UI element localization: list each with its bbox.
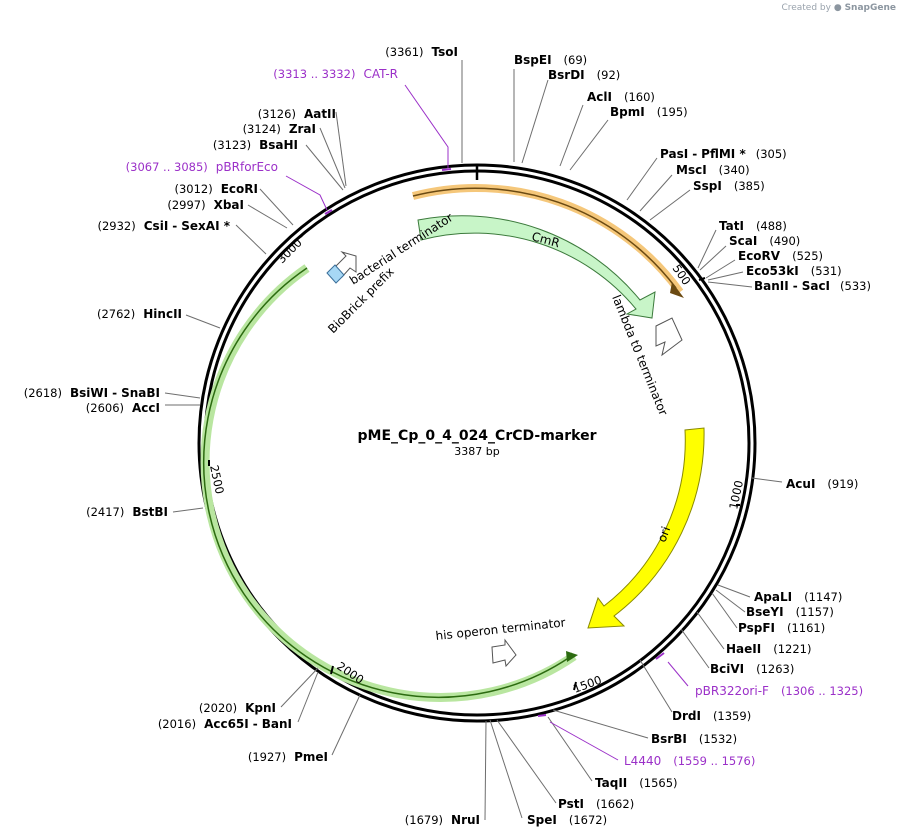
enzyme-drdi: DrdI(1359) bbox=[672, 709, 751, 723]
enzyme-bstbi: (2417)BstBI bbox=[86, 505, 168, 519]
enzyme-ecori: (3012)EcoRI bbox=[174, 182, 258, 196]
tick-2500: 2500 bbox=[207, 464, 227, 496]
enzyme-bsrdi: BsrDI(92) bbox=[548, 68, 620, 82]
feature-cmr-arrow bbox=[417, 215, 656, 319]
enzyme-aatii: (3126)AatII bbox=[258, 107, 336, 121]
credit-prefix: Created by bbox=[781, 3, 831, 13]
enzyme-bseyi: BseYI(1157) bbox=[746, 605, 834, 619]
enzyme-kpni: (2020)KpnI bbox=[199, 701, 276, 715]
enzyme-apali: ApaLI(1147) bbox=[754, 590, 842, 604]
feature-cmr-label: CmR bbox=[530, 229, 561, 250]
plasmid-name: pME_Cp_0_4_024_CrCD-marker bbox=[358, 428, 597, 444]
feature-biobrick-prefix-box bbox=[326, 264, 345, 284]
enzyme-ecorv: EcoRV(525) bbox=[738, 249, 823, 263]
enzyme-bsrbi: BsrBI(1532) bbox=[651, 732, 737, 746]
tick-1000: 1000 bbox=[726, 479, 746, 511]
feature-his-operon-label: his operon terminator bbox=[435, 615, 566, 643]
enzyme-acc65i-bani: (2016)Acc65I-BanI bbox=[158, 717, 292, 731]
orange-arc-head bbox=[670, 282, 684, 298]
enzyme-xbai: (2997)XbaI bbox=[167, 198, 244, 212]
enzyme-banii-saci: BanII-SacI(533) bbox=[754, 279, 871, 293]
enzyme-hincii: (2762)HincII bbox=[97, 307, 182, 321]
enzyme-scai: ScaI(490) bbox=[729, 234, 800, 248]
primer-marks bbox=[324, 168, 665, 717]
primer-connectors bbox=[285, 84, 689, 761]
enzyme-tsoi: (3361)TsoI bbox=[385, 45, 458, 59]
enzyme-pasi-pflmi: PasI-PflMI *(305) bbox=[660, 147, 787, 161]
primer-pbrforeco: (3067 .. 3085)pBRforEco bbox=[126, 160, 278, 174]
enzyme-spei: SpeI(1672) bbox=[527, 813, 607, 827]
enzyme-msci: MscI(340) bbox=[676, 163, 750, 177]
primer-l4440: L4440(1559 .. 1576) bbox=[624, 754, 755, 768]
enzyme-acui: AcuI(919) bbox=[786, 477, 858, 491]
enzyme-labels: (3361)TsoI BspEI(69) BsrDI(92) AclI(160)… bbox=[24, 45, 871, 827]
enzyme-sspi: SspI(385) bbox=[693, 179, 765, 193]
feature-ori-label: ori bbox=[655, 525, 673, 544]
green-arc-head bbox=[566, 651, 578, 662]
enzyme-bcivi: BciVI(1263) bbox=[710, 662, 794, 676]
feature-his-operon-arrow bbox=[491, 638, 517, 668]
credit-brand: SnapGene bbox=[844, 3, 896, 13]
plasmid-length: 3387 bp bbox=[454, 445, 499, 458]
enzyme-taqii: TaqII(1565) bbox=[595, 776, 678, 790]
feature-bacterial-terminator-label: bacterial terminator bbox=[347, 210, 455, 287]
primer-labels: (3313 .. 3332)CAT-R (3067 .. 3085)pBRfor… bbox=[126, 67, 863, 768]
enzyme-nrui: (1679)NruI bbox=[405, 813, 480, 827]
enzyme-zrai: (3124)ZraI bbox=[243, 122, 316, 136]
enzyme-bsiwi-snabi: (2618)BsiWI-SnaBI bbox=[24, 386, 160, 400]
snapgene-logo-icon: ● bbox=[833, 3, 842, 13]
enzyme-eco53ki: Eco53kI(531) bbox=[746, 264, 842, 278]
enzyme-bspei: BspEI(69) bbox=[514, 53, 587, 67]
enzyme-connectors bbox=[164, 60, 783, 821]
primer-cat-r: (3313 .. 3332)CAT-R bbox=[273, 67, 398, 81]
green-arc bbox=[202, 267, 571, 699]
enzyme-pspfi: PspFI(1161) bbox=[738, 621, 825, 635]
feature-ori-arrow bbox=[587, 427, 705, 629]
enzyme-tati: TatI(488) bbox=[719, 219, 787, 233]
enzyme-acli: AclI(160) bbox=[587, 90, 655, 104]
snapgene-credit: Created by ● SnapGene bbox=[781, 3, 896, 13]
enzyme-haeii: HaeII(1221) bbox=[726, 642, 811, 656]
enzyme-csii-sexai: (2932)CsiI-SexAI * bbox=[98, 219, 231, 233]
feature-lambda-t0-arrow bbox=[655, 317, 683, 357]
enzyme-psti: PstI(1662) bbox=[558, 797, 634, 811]
enzyme-acci: (2606)AccI bbox=[86, 401, 160, 415]
tick-3000: 3000 bbox=[274, 236, 305, 267]
enzyme-pmei: (1927)PmeI bbox=[248, 750, 328, 764]
enzyme-bpmi: BpmI(195) bbox=[610, 105, 688, 119]
primer-pbr322ori-f: pBR322ori-F(1306 .. 1325) bbox=[695, 684, 863, 698]
enzyme-bsahi: (3123)BsaHI bbox=[213, 138, 298, 152]
orange-arc bbox=[412, 187, 677, 289]
